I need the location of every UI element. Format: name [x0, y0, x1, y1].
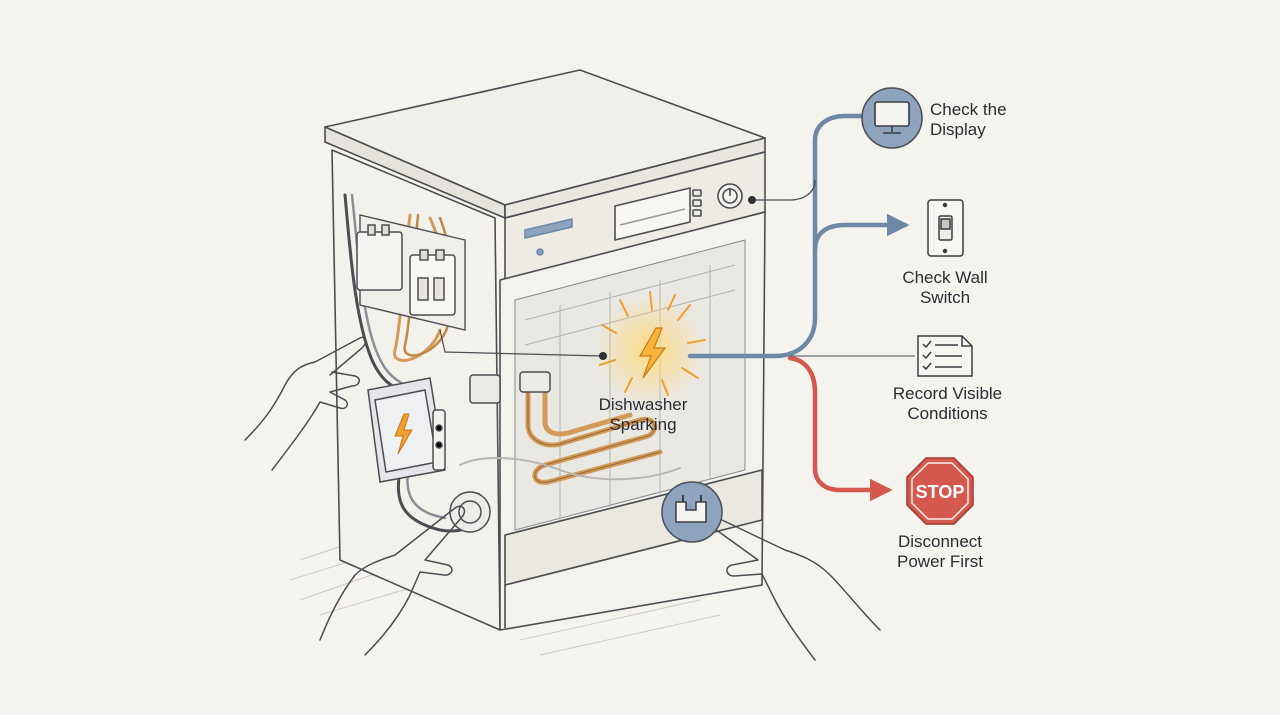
- flow-line-red: [787, 355, 893, 502]
- floor-shadow: [289, 539, 721, 656]
- wall-switch-icon: [927, 199, 964, 257]
- step-check-wall-switch-label: Check Wall Switch: [902, 268, 988, 307]
- checklist-icon: [917, 335, 973, 377]
- step-record-conditions-label: Record Visible Conditions: [892, 384, 1003, 423]
- hands-sketch: [244, 336, 881, 661]
- center-label-line2: Sparking: [609, 415, 677, 434]
- monitor-icon: [861, 87, 923, 149]
- pipe-fitting: [449, 491, 491, 533]
- center-label: Dishwasher Sparking: [578, 395, 708, 435]
- stop-sign-icon: STOP: [906, 457, 974, 525]
- left-hand-upper: [244, 336, 367, 471]
- circuit-breaker: [409, 249, 456, 316]
- electrical-box-lower: [367, 377, 446, 483]
- left-hand-lower: [319, 505, 466, 656]
- spark-bolt-icon: [638, 327, 667, 379]
- display-slot: [614, 187, 691, 241]
- step-check-display-label: Check the Display: [930, 100, 1007, 139]
- knob-link-line: [752, 179, 816, 201]
- step-disconnect-power-label: Disconnect Power First: [897, 532, 983, 571]
- spark-burst: [599, 291, 706, 396]
- center-label-line1: Dishwasher: [598, 395, 688, 414]
- flow-lines-blue: [687, 113, 910, 359]
- heating-element: [459, 371, 681, 485]
- junction-box-upper: [356, 224, 403, 291]
- lightning-bolt-icon: [394, 413, 413, 455]
- power-plug-icon: [661, 481, 723, 543]
- inner-connector: [469, 374, 501, 404]
- spark-source-line: [439, 329, 604, 357]
- stop-sign-text: STOP: [916, 482, 965, 502]
